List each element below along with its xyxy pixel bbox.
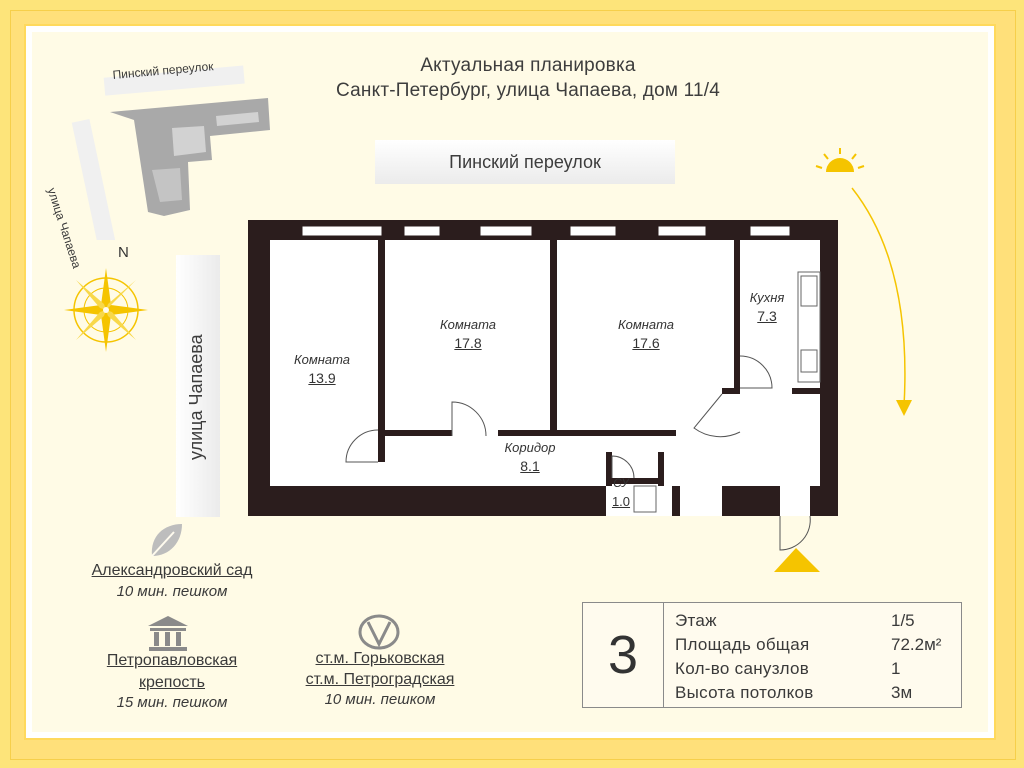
windows bbox=[301, 225, 791, 237]
location-street-left-strip bbox=[71, 119, 119, 240]
poi-fortress-title-1: Петропавловская bbox=[106, 652, 238, 669]
building-courtyard bbox=[172, 126, 206, 156]
sun-arrow-icon bbox=[896, 400, 912, 416]
room-2-area: 17.8 bbox=[454, 335, 482, 351]
bathroom-area: 1.0 bbox=[611, 494, 631, 509]
room-3-label: Комната bbox=[617, 317, 675, 332]
inner-walls bbox=[378, 240, 820, 486]
doors bbox=[345, 355, 811, 551]
building-courtyard-2 bbox=[216, 112, 259, 126]
floor-plan bbox=[248, 220, 838, 572]
title-line-2: Санкт-Петербург, улица Чапаева, дом 11/4 bbox=[336, 80, 720, 101]
room-1-label: Комната bbox=[293, 352, 351, 367]
info-label-floor: Этаж bbox=[675, 611, 717, 630]
title-line-1: Актуальная планировка bbox=[420, 55, 636, 76]
poi-fortress-time: 15 мин. пешком bbox=[116, 694, 228, 711]
info-box: 3 Этаж 1/5 Площадь общая 72.2м² Кол-во с… bbox=[582, 602, 962, 708]
location-street-top-strip bbox=[103, 65, 245, 96]
sun-path bbox=[815, 148, 912, 416]
info-label-ceiling: Высота потолков bbox=[675, 683, 814, 702]
compass-north-label: N bbox=[118, 244, 129, 261]
poi-garden-time: 10 мин. пешком bbox=[116, 583, 228, 600]
poi-metro-line-1: ст.м. Горьковская bbox=[315, 650, 445, 667]
building-courtyard-3 bbox=[152, 168, 182, 202]
kitchen-area: 7.3 bbox=[757, 308, 777, 324]
room-1-area: 13.9 bbox=[308, 370, 336, 386]
poi-metro-time: 10 мин. пешком bbox=[324, 691, 436, 708]
building-icon bbox=[148, 616, 188, 651]
building-block bbox=[110, 98, 270, 216]
kitchen-label: Кухня bbox=[749, 290, 785, 305]
info-label-bathrooms: Кол-во санузлов bbox=[675, 659, 810, 678]
kitchen-counter bbox=[797, 271, 821, 383]
sun-arc bbox=[851, 187, 906, 407]
street-top-strip bbox=[375, 140, 675, 184]
info-value-floor: 1/5 bbox=[891, 611, 915, 630]
sun-icon bbox=[815, 148, 865, 172]
poi-fortress-title-2: крепость bbox=[138, 674, 206, 691]
bathroom-label: СУ bbox=[613, 476, 629, 490]
room-3-area: 17.6 bbox=[632, 335, 660, 351]
compass-icon bbox=[64, 268, 148, 352]
info-label-area: Площадь общая bbox=[675, 635, 810, 654]
location-map bbox=[71, 65, 270, 240]
info-value-ceiling: 3м bbox=[891, 683, 913, 702]
street-left-strip bbox=[176, 255, 220, 517]
entrance-arrow-icon bbox=[774, 548, 820, 572]
metro-icon bbox=[358, 614, 400, 650]
corridor-area: 8.1 bbox=[520, 458, 540, 474]
street-top-label: Пинский переулок bbox=[449, 152, 601, 172]
info-value-bathrooms: 1 bbox=[891, 659, 901, 678]
poi-metro-line-2: ст.м. Петроградская bbox=[305, 671, 455, 688]
leaf-icon bbox=[151, 524, 182, 557]
info-value-area: 72.2м² bbox=[891, 635, 942, 654]
rooms-count: 3 bbox=[583, 603, 664, 707]
street-left-label: улица Чапаева bbox=[186, 334, 206, 460]
room-2-label: Комната bbox=[439, 317, 497, 332]
poi-garden-title: Александровский сад bbox=[91, 562, 253, 579]
corridor-label: Коридор bbox=[504, 440, 556, 455]
toilet bbox=[633, 485, 657, 513]
